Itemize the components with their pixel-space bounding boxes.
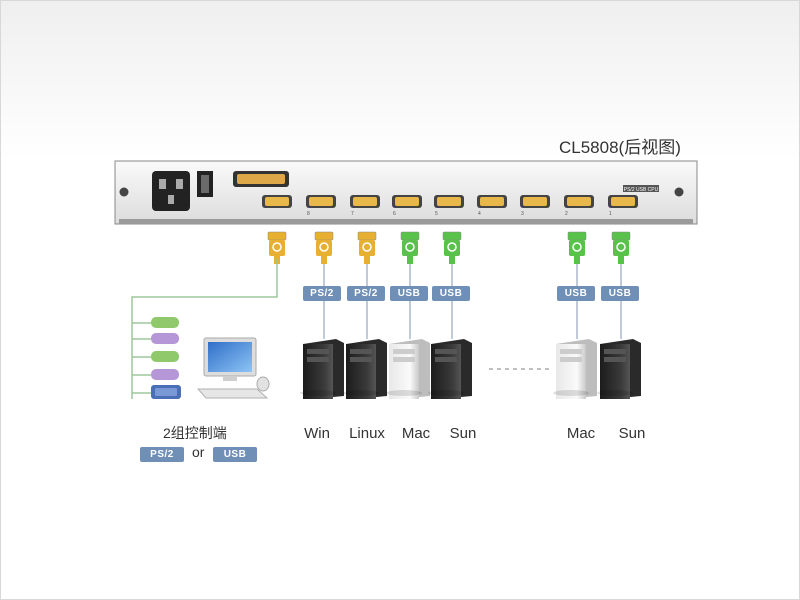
interface-badge-2: PS/2	[347, 286, 385, 301]
port-number-label: 7	[351, 211, 354, 217]
kvm-port-8: 8	[306, 195, 336, 217]
interface-badge-3: USB	[390, 286, 428, 301]
cable-connector-4	[442, 231, 462, 264]
console-workstation-icon	[196, 337, 270, 399]
port-number-label: 2	[565, 211, 568, 217]
console-port	[262, 195, 292, 208]
port-number-label: 6	[393, 211, 396, 217]
kvm-port-7: 7	[350, 195, 380, 217]
interface-badge-1: PS/2	[303, 286, 341, 301]
cable-connector-1	[314, 231, 334, 264]
computer-label-win: Win	[304, 425, 330, 442]
console-label: 2组控制端	[163, 425, 227, 441]
console-option-ps2: PS/2	[140, 447, 184, 462]
kvm-port-1: 1	[608, 195, 638, 217]
computer-tower-5	[553, 339, 597, 399]
interface-badge-6: USB	[601, 286, 639, 301]
svg-text:PS/2 USB CPU: PS/2 USB CPU	[624, 187, 659, 193]
computer-tower-2	[343, 339, 387, 399]
interface-badge-5: USB	[557, 286, 595, 301]
console-or-text: or	[192, 444, 205, 460]
kvm-rear-panel: 8 7 6 5 4 3 2 1 PS/2 USB CPU	[114, 160, 698, 225]
computer-label-sun-2: Sun	[618, 425, 646, 442]
computer-label-linux: Linux	[349, 425, 385, 442]
cable-connector-6	[611, 231, 631, 264]
cable-connector-5	[567, 231, 587, 264]
kvm-port-6: 6	[392, 195, 422, 217]
computer-label-mac: Mac	[401, 425, 431, 442]
background-gradient	[1, 1, 799, 161]
computer-label-sun: Sun	[449, 425, 477, 442]
port-number-label: 1	[609, 211, 612, 217]
interface-badge-4: USB	[432, 286, 470, 301]
kvm-port-4: 4	[477, 195, 507, 217]
kvm-port-3: 3	[520, 195, 550, 217]
computer-tower-4	[428, 339, 472, 399]
console-plugs	[151, 317, 181, 399]
port-number-label: 4	[478, 211, 481, 217]
computer-label-mac-2: Mac	[566, 425, 596, 442]
console-option-usb: USB	[213, 447, 257, 462]
kvm-port-2: 2	[564, 195, 594, 217]
port-number-label: 3	[521, 211, 524, 217]
port-number-label: 8	[307, 211, 310, 217]
console-cable	[131, 259, 278, 399]
computer-tower-6	[597, 339, 641, 399]
computer-tower-3	[386, 339, 430, 399]
port-number-label: 5	[435, 211, 438, 217]
cable-connector-2	[357, 231, 377, 264]
kvm-port-5: 5	[434, 195, 464, 217]
cable-connector-3	[400, 231, 420, 264]
computer-tower-1	[300, 339, 344, 399]
diagram-title: CL5808(后视图)	[559, 138, 681, 157]
